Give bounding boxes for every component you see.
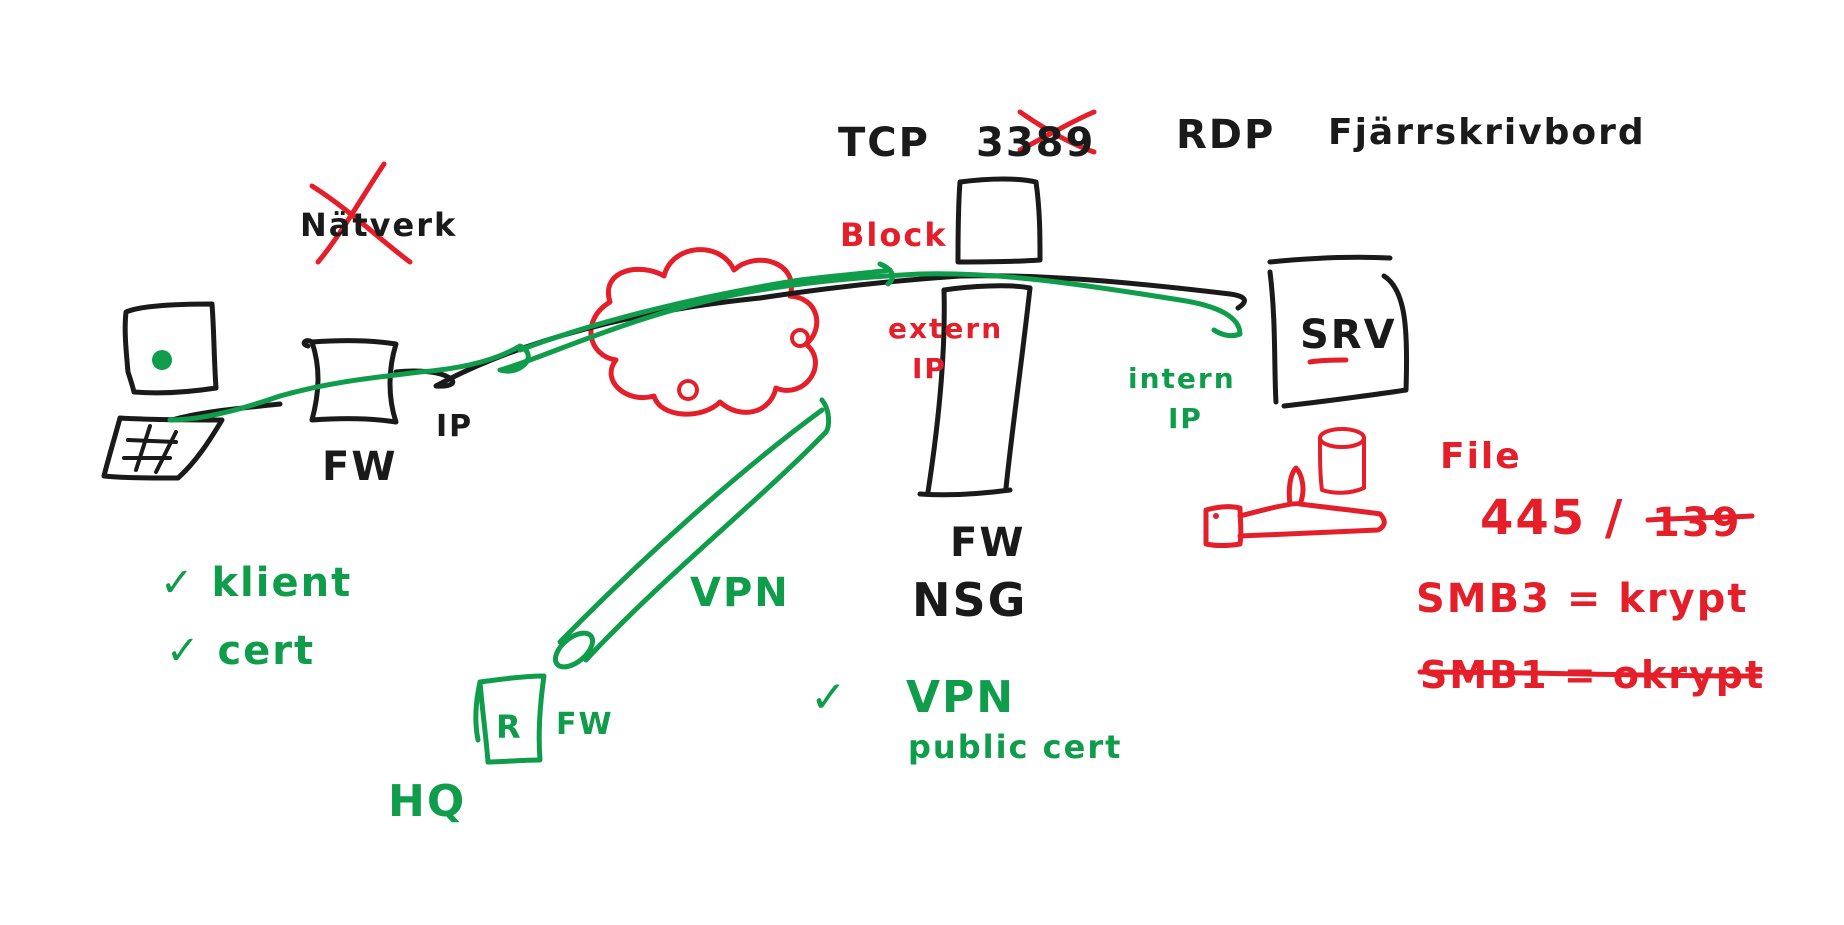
label-extern: extern: [888, 312, 1003, 345]
label-vpn-check: ✓: [810, 672, 849, 723]
label-public-cert: public cert: [908, 728, 1122, 766]
label-srv: SRV: [1300, 312, 1397, 358]
firewall-center-icon: [917, 176, 1043, 498]
vpn-tunnel: [552, 397, 832, 670]
label-vpn-main: VPN: [906, 672, 1015, 723]
hand-icon: [1203, 465, 1387, 548]
strike-139: [1645, 513, 1755, 523]
label-extern-ip: IP: [912, 352, 947, 385]
strike-smb1: [1417, 669, 1763, 679]
label-vpn-tunnel: VPN: [690, 570, 790, 616]
label-block: Block: [840, 216, 948, 254]
label-nsg: NSG: [912, 573, 1027, 627]
label-cert: ✓ cert: [166, 628, 315, 674]
server-icon: [1267, 254, 1410, 409]
label-router: R: [496, 708, 523, 746]
label-fjarr: Fjärrskrivbord: [1328, 112, 1646, 153]
label-port-struck: 3389: [976, 120, 1095, 166]
firewall-left-icon: [301, 338, 399, 425]
label-fw-hq: FW: [556, 707, 614, 742]
internet-cloud-icon: [588, 247, 820, 417]
label-port-139-struck: 139: [1652, 500, 1742, 546]
label-port-445: 445 /: [1480, 490, 1624, 546]
database-icon: [1318, 427, 1366, 495]
strike-natverk: [309, 161, 413, 265]
label-hq: HQ: [388, 776, 466, 827]
label-tcp: TCP: [838, 120, 930, 166]
label-smb3: SMB3 = krypt: [1416, 576, 1748, 622]
label-file: File: [1440, 436, 1522, 477]
label-intern-ip: IP: [1168, 402, 1203, 435]
label-rdp: RDP: [1176, 112, 1275, 158]
strike-port: [1017, 109, 1097, 155]
hq-router-box: [473, 673, 547, 765]
laptop-icon: [101, 301, 225, 481]
label-intern: intern: [1128, 362, 1236, 395]
label-ip-left: IP: [436, 409, 473, 444]
label-natverk-struck: Nätverk: [300, 206, 457, 244]
green-access-line: [167, 271, 1243, 423]
label-fw-left: FW: [322, 444, 397, 490]
label-klient: ✓ klient: [160, 560, 352, 606]
green-block-line: [517, 261, 895, 353]
label-smb1-struck: SMB1 = okrypt: [1420, 653, 1765, 697]
label-fw-center: FW: [950, 520, 1025, 566]
